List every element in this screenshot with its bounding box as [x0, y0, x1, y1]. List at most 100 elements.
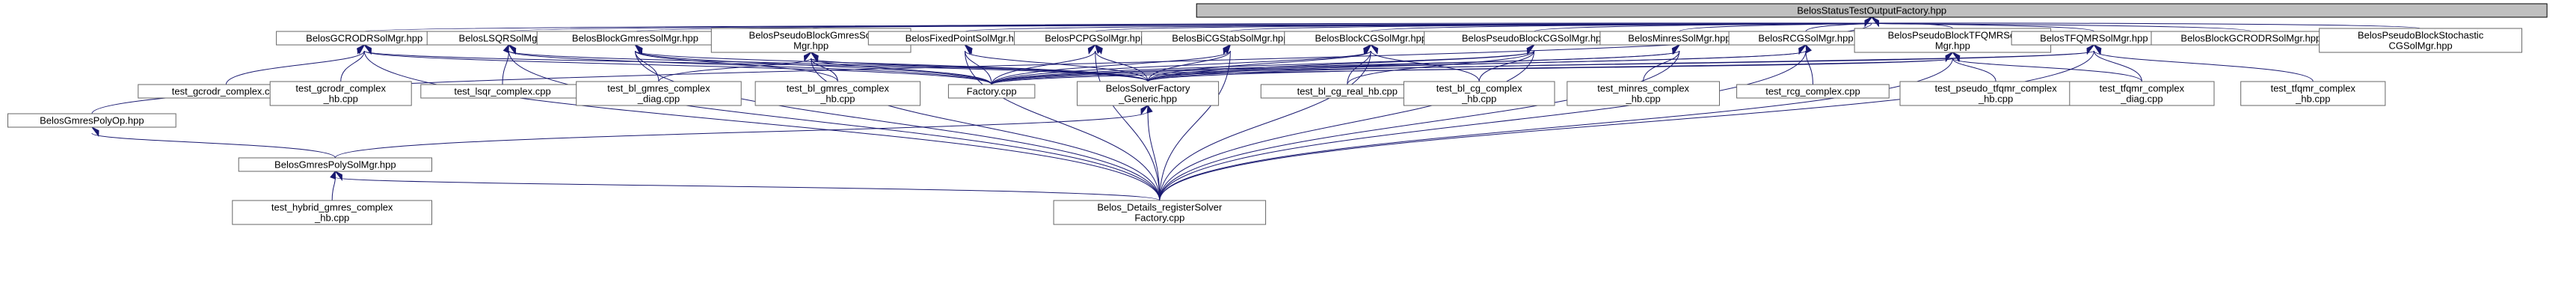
edge-gmrespolysolmgr-test_hybrid_gmres — [331, 177, 336, 201]
node-label: BelosBlockGmresSolMgr.hpp — [572, 33, 698, 44]
node-label: Mgr.hpp — [1935, 40, 1970, 52]
arrowhead — [1146, 104, 1153, 114]
arrowhead — [356, 43, 366, 55]
edge-pseudoblockcg-test_bl_cg_complex_hb — [1478, 50, 1535, 82]
edge-lsqr-details_register — [508, 50, 1161, 201]
node-minres[interactable]: BelosMinresSolMgr.hpp — [1599, 31, 1759, 46]
node-label: test_bl_gmres_complex — [607, 83, 710, 94]
node-label: BelosPseudoBlockCGSolMgr.hpp — [1462, 33, 1607, 44]
node-solverfactory_generic[interactable]: BelosSolverFactory_Generic.hpp — [1077, 81, 1220, 106]
node-test_bl_cg_real_hb[interactable]: test_bl_cg_real_hb.cpp — [1260, 84, 1434, 99]
node-layer: BelosStatusTestOutputFactory.hppBelosGmr… — [7, 3, 2548, 225]
node-pcpg[interactable]: BelosPCPGSolMgr.hpp — [1014, 31, 1177, 46]
node-test_gcrodr_complex_hb[interactable]: test_gcrodr_complex_hb.cpp — [269, 81, 412, 106]
arrowhead — [502, 43, 509, 54]
edge-blockgmres-factory — [634, 50, 992, 85]
node-factory[interactable]: Factory.cpp — [947, 84, 1036, 99]
node-test_bl_cg_complex_hb[interactable]: test_bl_cg_complex_hb.cpp — [1403, 81, 1555, 106]
arrowhead — [1526, 44, 1535, 55]
arrowhead — [363, 44, 372, 55]
node-tfqmr[interactable]: BelosTFQMRSolMgr.hpp — [2011, 31, 2177, 46]
edge-gcrodr-factory — [363, 50, 992, 85]
node-test_rcg_complex[interactable]: test_rcg_complex.cpp — [1736, 84, 1890, 99]
node-label: _Generic.hpp — [1118, 94, 1177, 105]
edge-solverfactory_generic-details_register — [1147, 111, 1161, 201]
node-box — [2240, 81, 2386, 106]
node-test_hybrid_gmres[interactable]: test_hybrid_gmres_complex_hb.cpp — [232, 200, 432, 225]
edge-pseudoblocktfqmr-test_tfqmr_diag — [1952, 58, 2142, 82]
arrowhead — [91, 126, 99, 137]
node-label: BelosSolverFactory — [1106, 83, 1190, 94]
node-label: test_tfqmr_complex — [2100, 83, 2185, 94]
node-label: test_pseudo_tfqmr_complex — [1934, 83, 2057, 94]
node-box — [269, 81, 412, 106]
node-label: BelosGCRODRSolMgr.hpp — [306, 33, 422, 44]
edge-blockgmres-details_register — [634, 50, 1161, 201]
node-box — [1196, 3, 2548, 18]
node-box — [1053, 200, 1267, 225]
arrowhead — [330, 170, 336, 180]
node-test_tfqmr_hb[interactable]: test_tfqmr_complex_hb.cpp — [2240, 81, 2386, 106]
edge-gcrodr-test_gcrodr_complex — [225, 50, 365, 85]
edge-rcg-test_rcg_complex — [1805, 50, 1813, 85]
node-label: Factory.cpp — [967, 86, 1017, 97]
node-gmrespolysolmgr[interactable]: BelosGmresPolySolMgr.hpp — [238, 157, 432, 172]
arrowhead — [1223, 43, 1232, 55]
edge-tfqmr-test_tfqmr_diag — [2093, 50, 2142, 82]
edge-pcpg-solverfactory_generic — [1095, 50, 1149, 82]
node-gcrodr[interactable]: BelosGCRODRSolMgr.hpp — [276, 31, 453, 46]
arrowhead — [1094, 43, 1103, 54]
edge-solverfactory_generic-gmrespolysolmgr — [334, 111, 1149, 159]
edge-pseudoblockcg-test_bl_cg_real_hb — [1347, 50, 1535, 85]
node-label: test_bl_gmres_complex — [787, 83, 890, 94]
edge-gcrodr-details_register — [363, 50, 1161, 201]
node-blockgmres[interactable]: BelosBlockGmresSolMgr.hpp — [536, 31, 734, 46]
node-pseudoblockcg[interactable]: BelosPseudoBlockCGSolMgr.hpp — [1424, 31, 1645, 46]
node-label: _hb.cpp — [314, 212, 349, 224]
edge-bicgstab-details_register — [1159, 50, 1231, 201]
node-box — [7, 113, 176, 128]
node-root[interactable]: BelosStatusTestOutputFactory.hpp — [1196, 3, 2548, 18]
node-blockgcrodr[interactable]: BelosBlockGCRODRSolMgr.hpp — [2151, 31, 2352, 46]
edge-minres-details_register — [1159, 50, 1680, 201]
node-label: _hb.cpp — [1626, 94, 1661, 105]
node-label: _hb.cpp — [1461, 94, 1496, 105]
edge-root-blockgcrodr — [1871, 22, 2251, 32]
edge-pcpg-factory — [991, 50, 1096, 85]
node-label: BelosBlockCGSolMgr.hpp — [1315, 33, 1427, 44]
node-blockcg[interactable]: BelosBlockCGSolMgr.hpp — [1284, 31, 1458, 46]
node-label: BelosGmresPolySolMgr.hpp — [274, 159, 396, 171]
node-fixedpoint[interactable]: BelosFixedPointSolMgr.hpp — [867, 31, 1063, 46]
node-label: BelosPCPGSolMgr.hpp — [1045, 33, 1146, 44]
node-test_lsqr_complex[interactable]: test_lsqr_complex.cpp — [420, 84, 585, 99]
node-label: BelosBiCGStabSolMgr.hpp — [1172, 33, 1288, 44]
node-label: BelosBlockGCRODRSolMgr.hpp — [2180, 33, 2321, 44]
node-test_bl_gmres_hb[interactable]: test_bl_gmres_complex_hb.cpp — [754, 81, 921, 106]
arrowhead — [1945, 52, 1953, 62]
arrowhead — [1798, 44, 1807, 55]
node-box — [2069, 81, 2215, 106]
node-label: _hb.cpp — [1978, 94, 2013, 105]
node-test_pseudo_tfqmr[interactable]: test_pseudo_tfqmr_complex_hb.cpp — [1899, 81, 2092, 106]
arrowhead — [803, 52, 812, 62]
node-label: Mgr.hpp — [793, 40, 829, 52]
node-gmrespolyop[interactable]: BelosGmresPolyOp.hpp — [7, 113, 176, 128]
arrowhead — [1871, 16, 1879, 27]
node-label: CGSolMgr.hpp — [2389, 40, 2453, 52]
node-label: Factory.cpp — [1134, 212, 1184, 224]
node-label: test_minres_complex — [1597, 83, 1689, 94]
node-label: _diag.cpp — [2120, 94, 2162, 105]
node-label: BelosPseudoBlockTFQMRSol — [1888, 30, 2018, 41]
arrowhead — [1805, 43, 1813, 54]
node-label: BelosGmresPolyOp.hpp — [40, 115, 144, 126]
node-test_minres_complex_hb[interactable]: test_minres_complex_hb.cpp — [1567, 81, 1721, 106]
node-rcg[interactable]: BelosRCGSolMgr.hpp — [1728, 31, 1884, 46]
edge-blockcg-solverfactory_generic — [1147, 50, 1371, 82]
node-test_bl_gmres_diag[interactable]: test_bl_gmres_complex_diag.cpp — [576, 81, 742, 106]
arrowhead — [2093, 44, 2102, 55]
node-box — [947, 84, 1036, 99]
node-box — [1403, 81, 1555, 106]
node-test_tfqmr_diag[interactable]: test_tfqmr_complex_diag.cpp — [2069, 81, 2215, 106]
